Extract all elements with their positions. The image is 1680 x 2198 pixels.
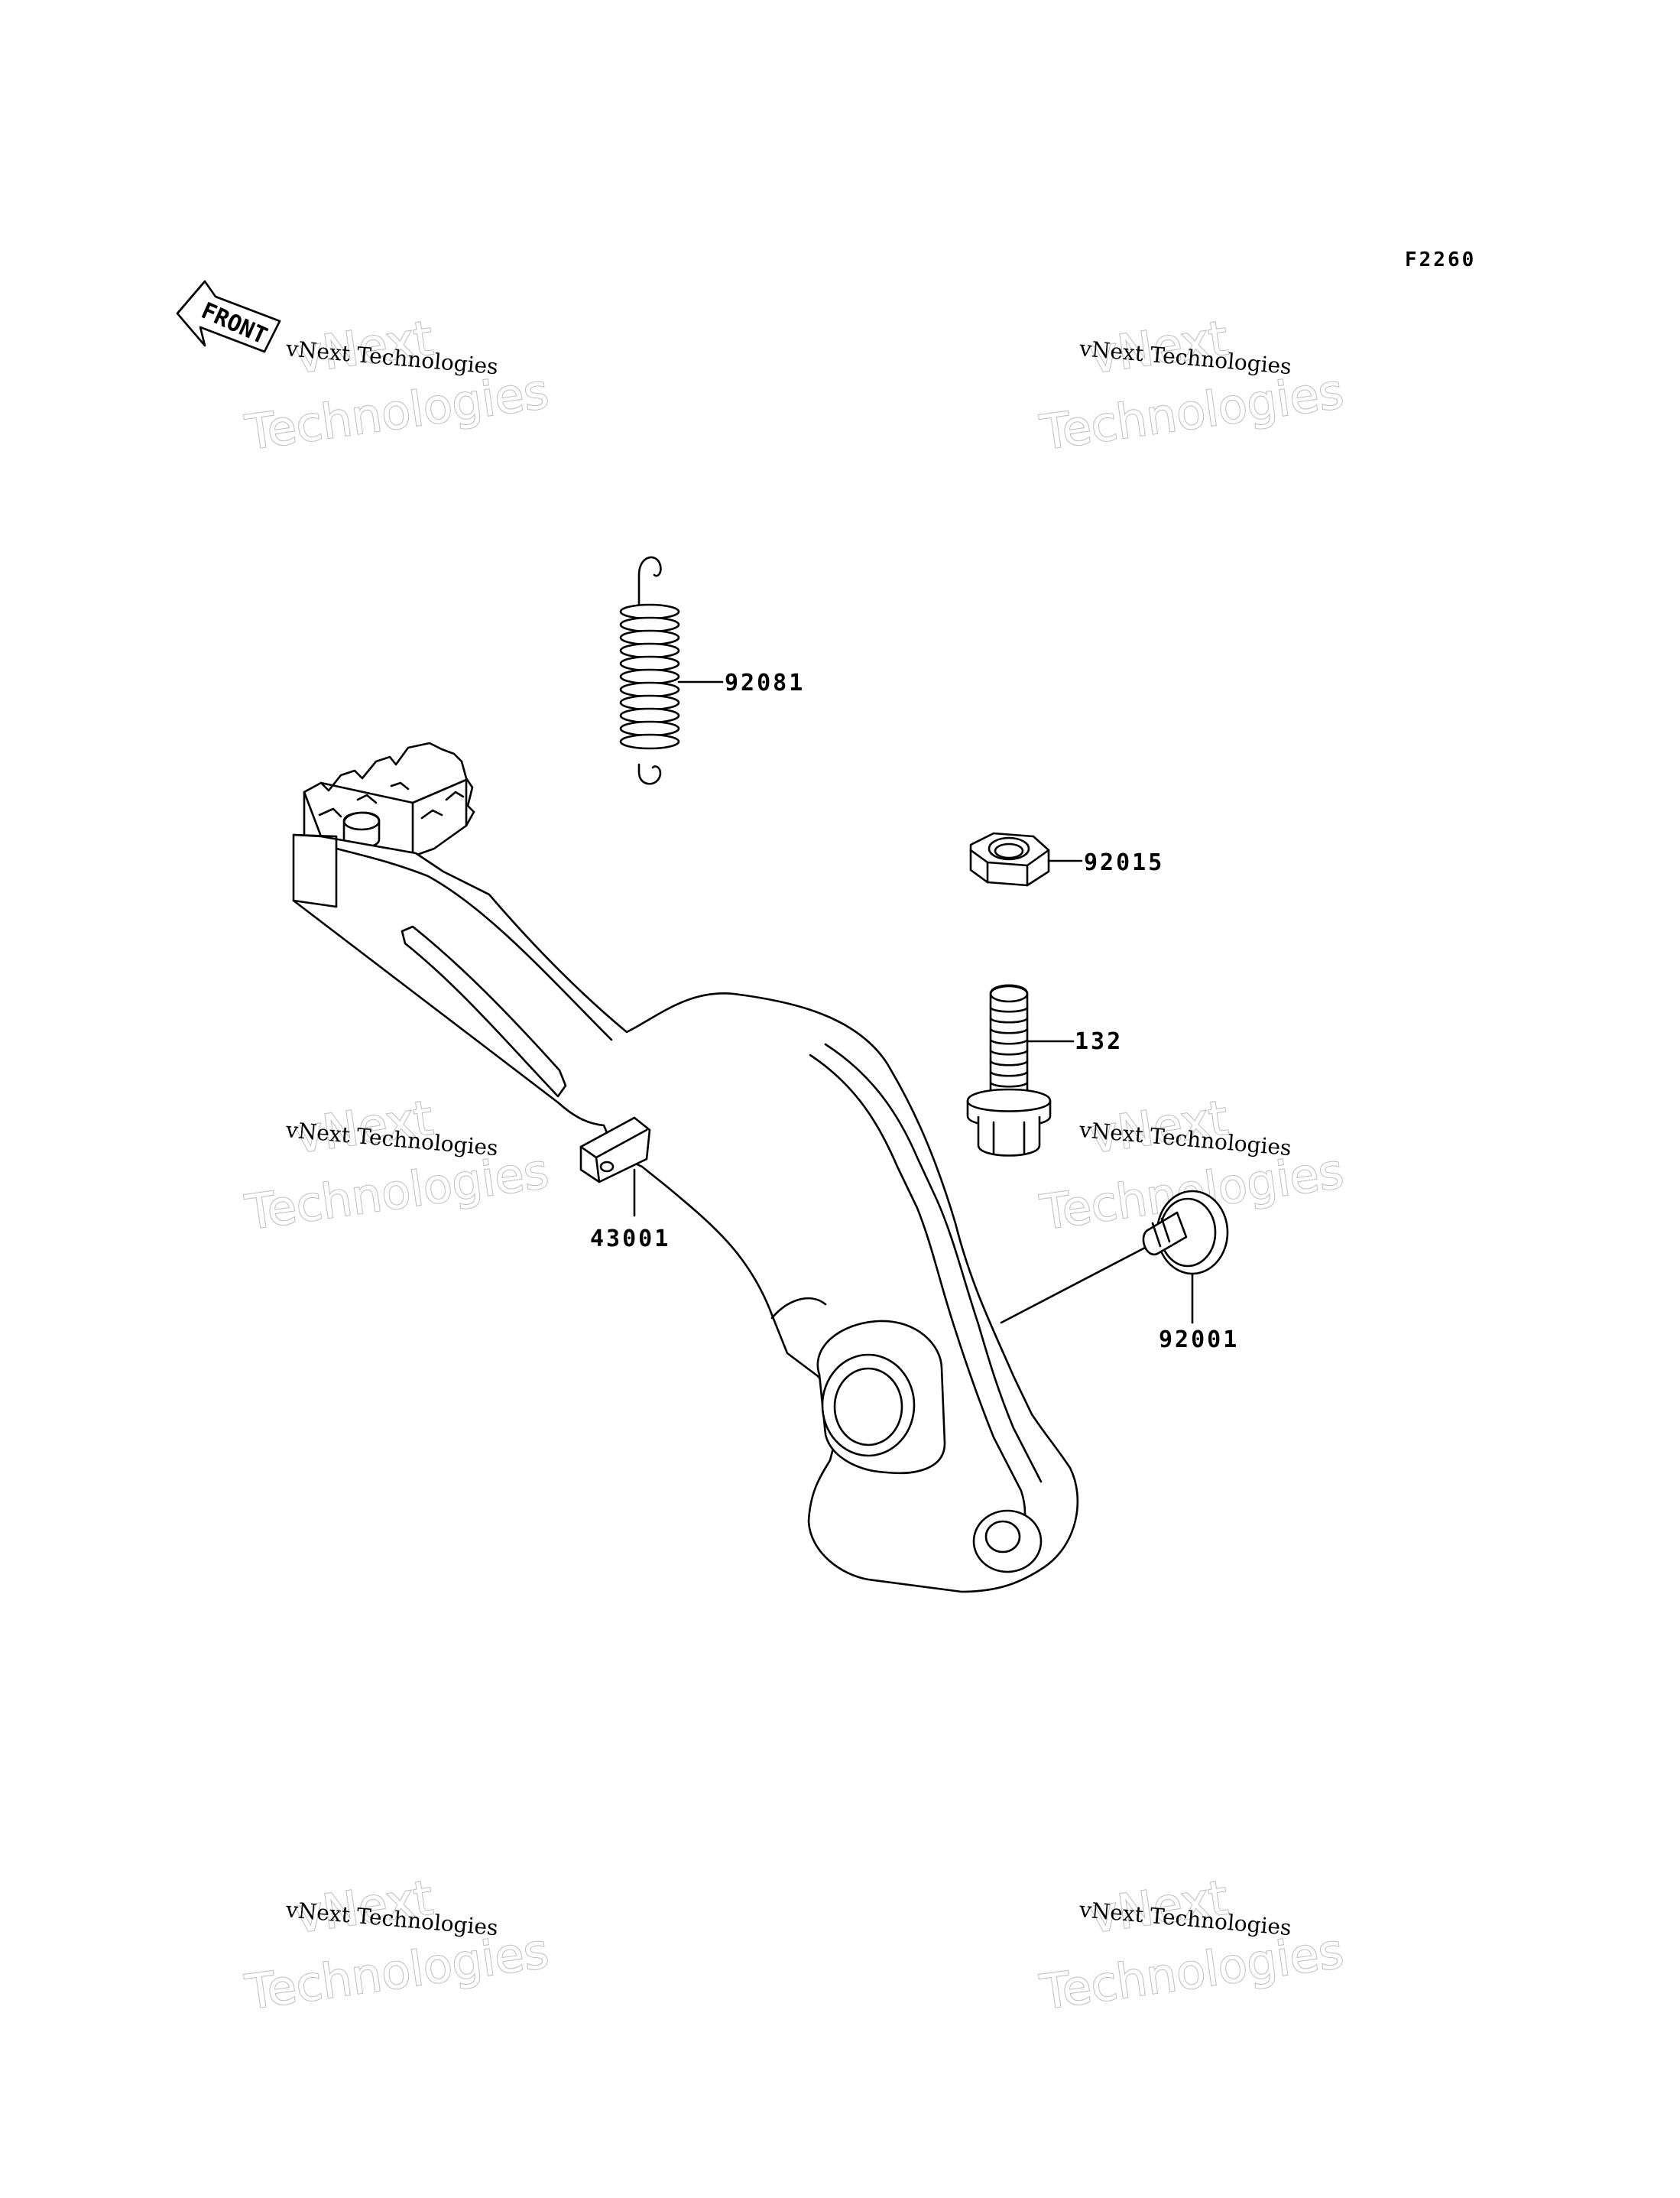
svg-text:Technologies: Technologies bbox=[1036, 363, 1347, 461]
svg-text:Technologies: Technologies bbox=[242, 363, 552, 461]
flange-bolt bbox=[966, 984, 1075, 1157]
bolt-thread bbox=[989, 1028, 1029, 1034]
watermark-bottom-right: vNext Technologies bbox=[1036, 1868, 1348, 2021]
spring-coil bbox=[619, 733, 680, 750]
bolt-thread bbox=[989, 1070, 1029, 1077]
part-label-92081: 92081 bbox=[725, 670, 805, 696]
watermark-mid-left: vNext Technologies bbox=[241, 1089, 553, 1241]
spring-coil bbox=[619, 642, 680, 659]
spring-coil bbox=[619, 629, 680, 646]
part-label-132: 132 bbox=[1075, 1028, 1123, 1055]
spring-coil bbox=[619, 603, 680, 620]
bolt-thread bbox=[989, 1038, 1029, 1045]
spring-coil bbox=[619, 707, 680, 724]
svg-text:Technologies: Technologies bbox=[242, 1143, 552, 1241]
watermark-top-left: vNext Technologies bbox=[241, 309, 553, 461]
nut bbox=[969, 832, 1083, 887]
spring-coil bbox=[619, 681, 680, 698]
watermark-bottom-left: vNext Technologies bbox=[241, 1868, 553, 2021]
bolt-thread bbox=[989, 1006, 1029, 1013]
front-arrow-icon: FRONT bbox=[176, 280, 281, 353]
spring-coil bbox=[619, 668, 680, 685]
bolt-thread bbox=[989, 1081, 1029, 1088]
svg-text:Technologies: Technologies bbox=[242, 1923, 552, 2021]
brake-pedal bbox=[292, 742, 1079, 1593]
return-spring bbox=[619, 556, 724, 785]
svg-text:Technologies: Technologies bbox=[1036, 1923, 1347, 2021]
bolt-thread bbox=[989, 1017, 1029, 1024]
part-label-92001: 92001 bbox=[1159, 1326, 1239, 1353]
watermark-top-right: vNext Technologies bbox=[1036, 309, 1348, 461]
spring-coil bbox=[619, 694, 680, 711]
bolt-thread bbox=[989, 1060, 1029, 1067]
spring-coil bbox=[619, 655, 680, 672]
spring-coil bbox=[619, 720, 680, 737]
bolt-thread bbox=[989, 1049, 1029, 1056]
spring-coil bbox=[619, 616, 680, 633]
part-label-92015: 92015 bbox=[1084, 849, 1164, 876]
pivot-bolt bbox=[1000, 1190, 1229, 1324]
part-label-43001: 43001 bbox=[590, 1226, 670, 1252]
diagram-code: F2260 bbox=[1405, 248, 1476, 271]
